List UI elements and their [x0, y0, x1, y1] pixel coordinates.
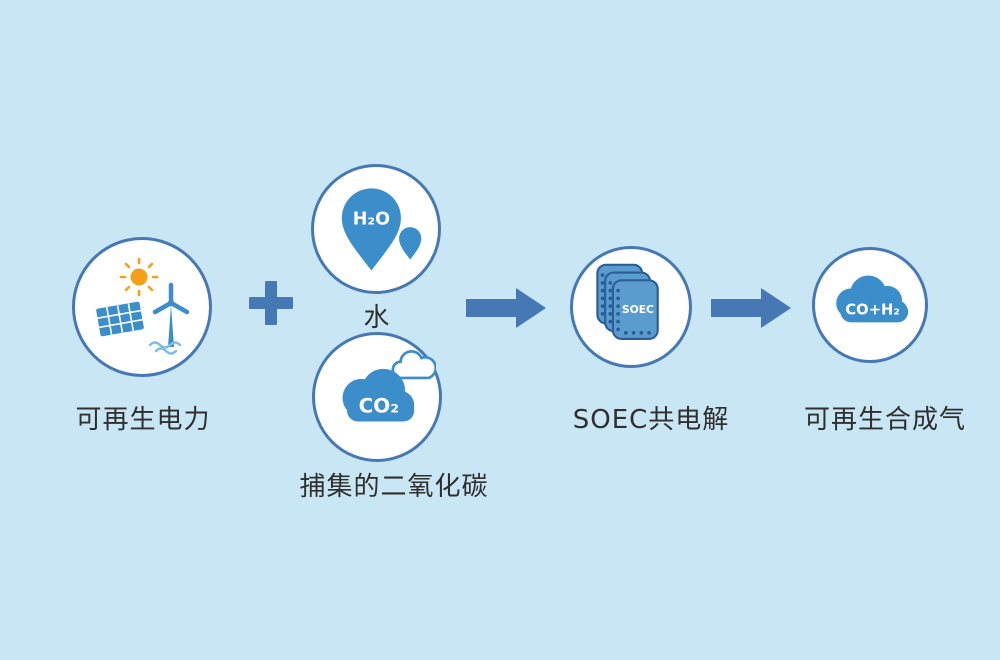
renewable-energy-label: 可再生电力 [75, 405, 211, 435]
syngas-circle: CO+H₂ [812, 247, 928, 363]
co2-circle: CO₂ [312, 332, 442, 462]
water-circle: H₂O [311, 164, 441, 294]
plus-icon [249, 281, 293, 325]
wind-turbine-icon [152, 282, 190, 347]
co2-cloud-icon: CO₂ [342, 350, 436, 422]
water-waves-icon [148, 341, 182, 355]
soec-stack-icon: SOEC [596, 263, 659, 340]
soec-circle: SOEC [570, 246, 692, 368]
arrow-right-icon [466, 288, 546, 328]
renewable-energy-icon [96, 257, 190, 355]
arrow-right-icon [711, 288, 791, 328]
small-cloud-outline-icon [391, 350, 436, 380]
solar-panel-icon [96, 301, 144, 337]
co2-label: 捕集的二氧化碳 [299, 472, 489, 502]
back-plate-dots [600, 273, 605, 316]
cloud-shape [836, 275, 909, 323]
soec-stack-text: SOEC [622, 303, 654, 316]
water-label: 水 [363, 303, 391, 333]
plus-vertical-bar [265, 281, 277, 325]
soec-front-plate [611, 279, 659, 340]
small-water-drop-icon [399, 227, 422, 260]
middle-plate-dots [608, 280, 613, 324]
renewable-energy-circle [72, 237, 212, 377]
syngas-cloud-icon: CO+H₂ [836, 275, 909, 323]
cloud-shape [342, 368, 415, 422]
front-plate-dots [616, 288, 651, 335]
syngas-formula-text: CO+H₂ [845, 302, 899, 319]
soec-label: SOEC共电解 [572, 405, 730, 435]
syngas-label: 可再生合成气 [803, 405, 967, 435]
sun-icon [119, 257, 159, 297]
co2-formula-text: CO₂ [359, 393, 399, 417]
water-formula-text: H₂O [353, 209, 390, 229]
water-drop-icon: H₂O [341, 188, 422, 271]
